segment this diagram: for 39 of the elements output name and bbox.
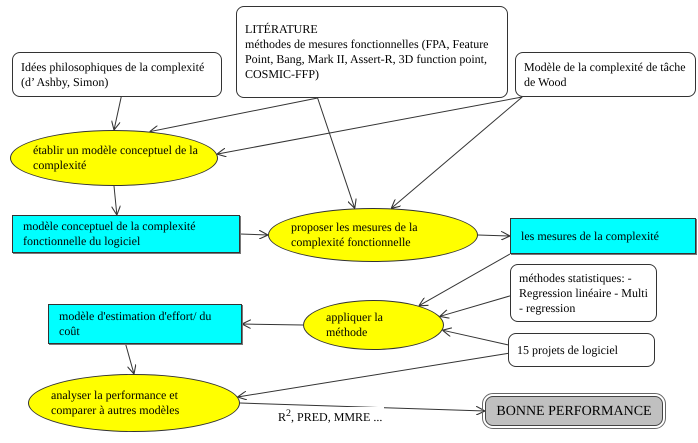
input-box [515,52,696,97]
box-text: modèle d'estimation d'effort/ du coût [59,309,212,339]
box-text: analyser la performance et comparer à autres modèles [51,388,180,418]
box-text: proposer les mesures de la complexité fonctionnelle [291,220,419,250]
arrow [240,402,486,416]
box-text: établir un modèle conceptuel de la complexité [33,143,199,173]
arrow [240,230,269,240]
arrow [125,344,136,375]
box-text: méthodes de mesures fonctionnelles (FPA, Feature Point, Bang, Mark II, Assert-R, 3D function point, COSMIC-FFP) [245,37,490,82]
box-text: méthodes statistiques: - Regression linéaire - Multi - regression [519,270,648,316]
box-text: 15 projets de logiciel [517,342,619,358]
arrow [110,96,122,131]
arrow [237,352,508,401]
box-text: Idées philosophiques de la complexité (d’ Ashby, Simon) [21,60,206,90]
edge-label: R$^{2}$, PRED, MMRE ... [276,407,384,424]
box-text: BONNE PERFORMANCE [496,404,652,418]
product-box [48,304,242,344]
arrow [390,96,523,209]
arrow [442,327,508,346]
box-text: modèle conceptuel de la complexité fonctionnelle du logiciel [23,219,197,249]
box-text: Modèle de la complexité de tâche de Wood [524,60,687,90]
box-text: appliquer la méthode [326,310,384,340]
arrow [317,98,357,209]
input-box [510,264,657,322]
result-box [485,396,663,426]
arrow [478,230,511,241]
input-box [508,333,655,367]
product-box [510,218,696,254]
product-box [12,215,240,253]
box-text: les mesures de la complexité [521,228,660,244]
arrow [110,186,121,216]
process-ellipse [303,300,444,350]
arrow [216,96,523,158]
arrow [439,295,510,319]
arrow [241,319,304,330]
input-box [236,6,508,98]
box-heading: LITÉRATURE [245,22,319,37]
arrow [418,254,510,306]
input-box [12,52,222,97]
